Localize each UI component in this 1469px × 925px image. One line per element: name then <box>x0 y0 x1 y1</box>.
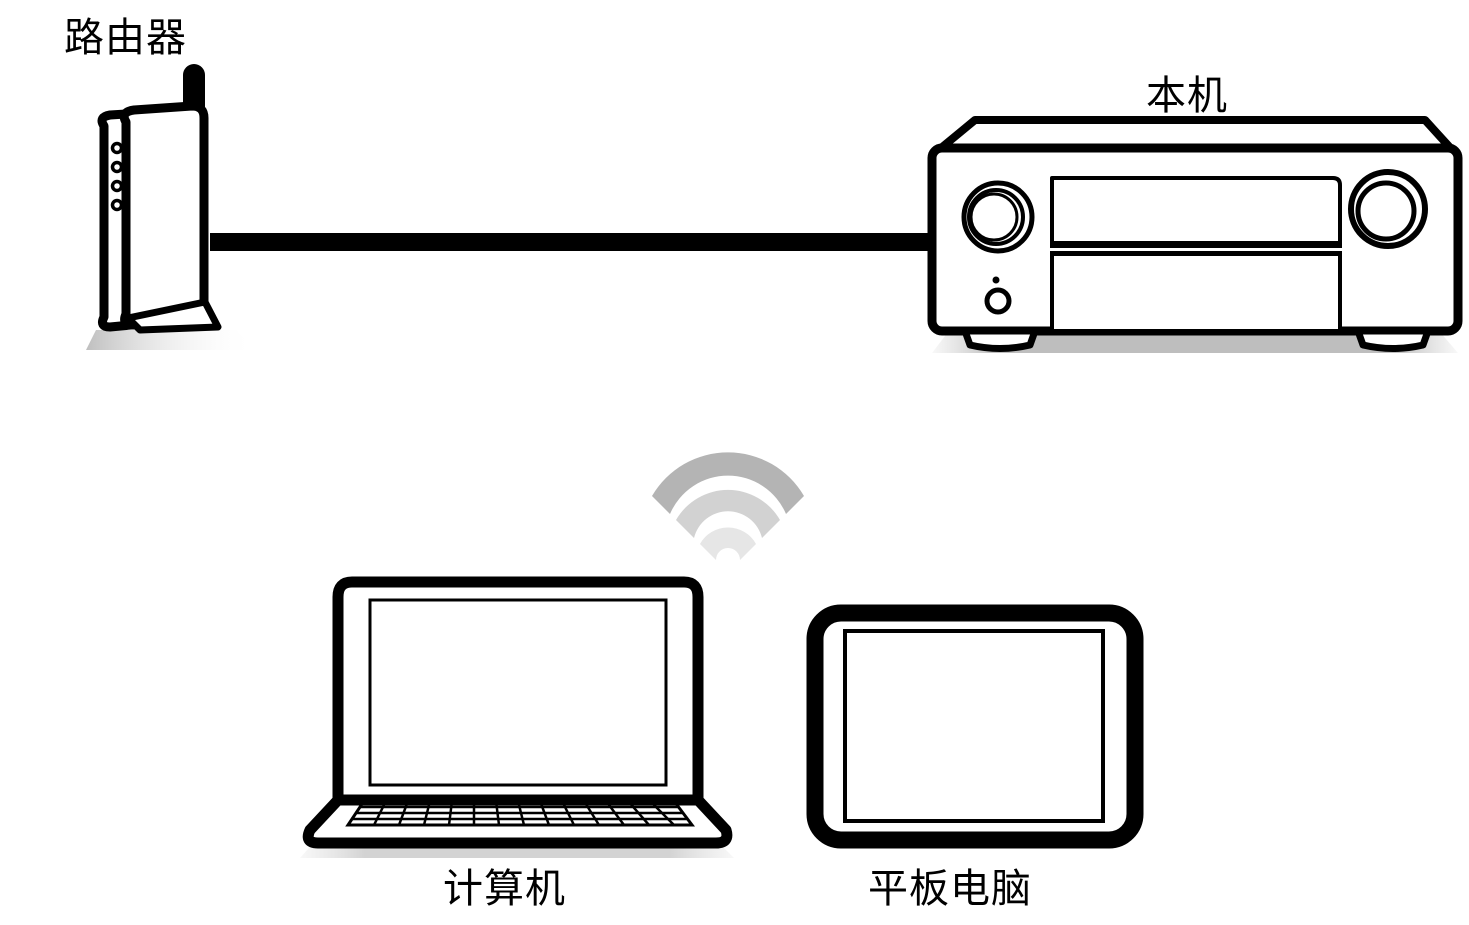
tablet-label: 平板电脑 <box>868 867 1032 911</box>
router-stand <box>124 298 222 334</box>
receiver-display-upper <box>1050 176 1342 245</box>
receiver-left-knob <box>961 180 1035 254</box>
computer-label: 计算机 <box>443 867 566 911</box>
receiver-display-lower <box>1050 252 1342 333</box>
laptop-base <box>302 794 733 849</box>
wifi-arc-outer <box>652 452 804 514</box>
laptop-screen <box>368 598 668 787</box>
receiver-power-led <box>992 276 1000 284</box>
router-shadow <box>86 330 256 350</box>
router-label: 路由器 <box>64 16 187 60</box>
wifi-arc-inner <box>700 527 756 560</box>
receiver-feet <box>961 327 1432 352</box>
receiver-shadow <box>932 332 1458 353</box>
receiver-right-knob <box>1348 169 1428 249</box>
receiver-power-button[interactable] <box>984 287 1012 315</box>
unit-label: 本机 <box>1146 74 1228 118</box>
router-led-indicators <box>110 141 124 212</box>
tablet-screen <box>843 629 1105 823</box>
wifi-arc-middle <box>676 489 780 538</box>
laptop-keyboard <box>345 799 695 827</box>
